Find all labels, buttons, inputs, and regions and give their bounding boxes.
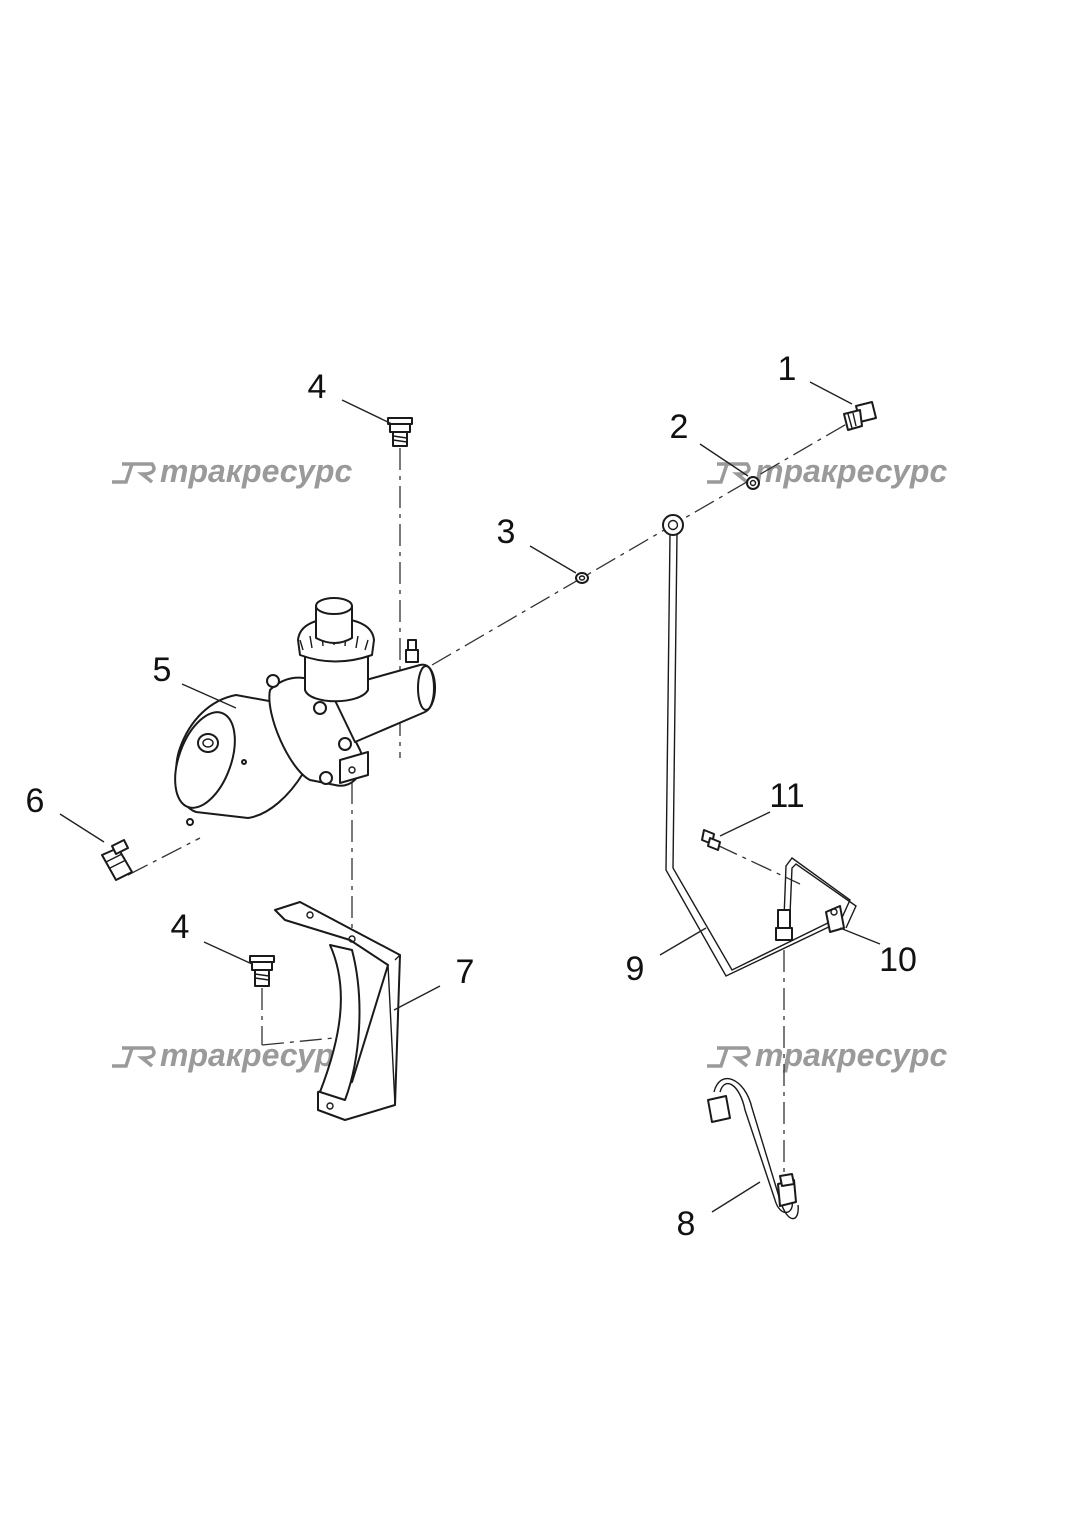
watermark-bottom-right: тракресурс [707,1037,947,1073]
callout-3: 3 [497,513,516,551]
fitting [101,839,133,881]
bolt-bottom [249,955,275,987]
callout-labels: 1 2 3 4 4 5 6 7 8 9 10 11 [26,350,917,1243]
svg-text:тракресурс: тракресурс [160,1037,352,1073]
washer-small [575,572,589,584]
watermark-top-left: тракресурс [112,453,352,489]
mounting-bracket [274,901,401,1121]
callout-10: 10 [879,941,917,979]
leader-lines [59,381,881,1213]
flexible-hose [707,1077,799,1220]
pipe-clip [775,857,857,941]
banjo-bolt [843,401,877,431]
svg-text:тракресурс: тракресурс [160,453,352,489]
svg-text:тракресурс: тракресурс [755,453,947,489]
watermark-logo-icon [112,1046,156,1068]
callout-8: 8 [677,1205,696,1243]
brake-pipe [662,514,839,977]
callout-4-top: 4 [308,368,327,406]
brake-booster-cylinder [174,597,437,826]
watermark-logo-icon [112,462,156,484]
screw [701,829,721,851]
callout-6: 6 [26,782,45,820]
bolt-top [387,417,413,447]
watermark-logo-icon [707,1046,751,1068]
callout-11: 11 [769,777,804,815]
callout-1: 1 [778,350,797,388]
callout-4-bottom: 4 [171,908,190,946]
callout-5: 5 [153,651,172,689]
washer [746,476,760,490]
watermark-bottom-left: тракресурс [112,1037,352,1073]
watermark-logo-icon [707,462,751,484]
callout-7: 7 [456,953,475,991]
callout-2: 2 [670,408,689,446]
callout-9: 9 [626,950,645,988]
svg-text:тракресурс: тракресурс [755,1037,947,1073]
